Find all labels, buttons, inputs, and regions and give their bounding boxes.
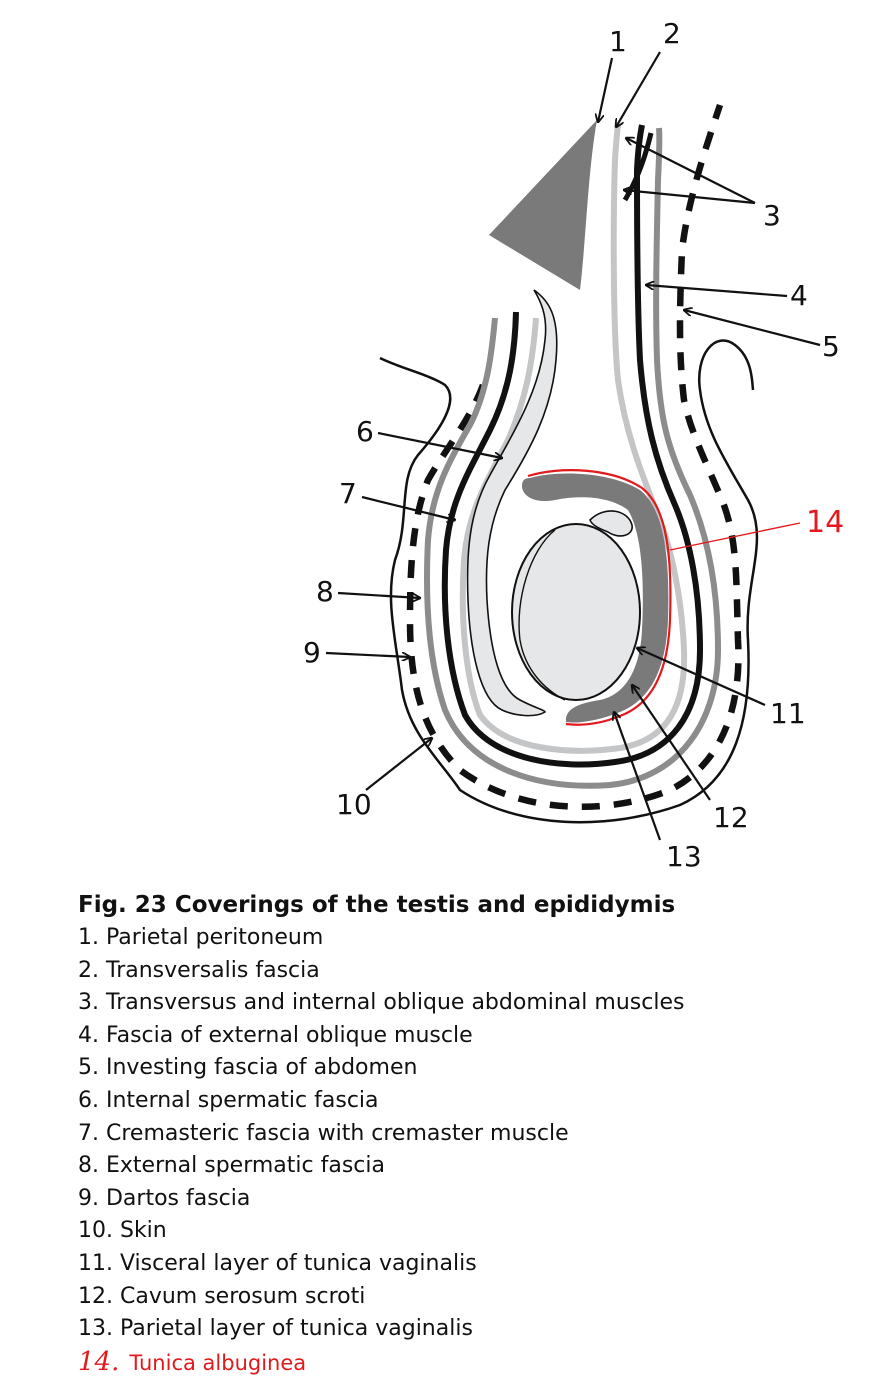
label-14: 14 [806, 505, 844, 540]
label-1: 1 [609, 25, 627, 58]
arrow-11 [637, 648, 766, 707]
arrow-8 [337, 591, 420, 598]
legend-list: 1. Parietal peritoneum 2. Transversalis … [78, 922, 868, 1379]
legend-item-10: 10. Skin [78, 1218, 167, 1244]
arrow-5 [684, 310, 821, 347]
arrow-7 [361, 495, 455, 520]
label-13: 13 [666, 840, 702, 873]
label-10: 10 [336, 788, 372, 821]
label-6: 6 [356, 415, 374, 448]
arrow-6 [377, 431, 502, 458]
arrow-3a [626, 138, 756, 204]
label-3: 3 [763, 199, 781, 232]
label-5: 5 [822, 330, 840, 363]
scrotal-coverings-diagram: 1 2 3 4 5 6 7 8 9 10 11 12 13 14 [303, 17, 844, 873]
legend-item-13: 13. Parietal layer of tunica vaginalis [78, 1316, 473, 1342]
arrow-12 [632, 685, 711, 801]
legend-item-9: 9. Dartos fascia [78, 1185, 251, 1211]
arrow-1 [598, 57, 614, 122]
cavum-serosum-crescent [522, 473, 669, 723]
arrow-9 [325, 651, 410, 657]
legend-item-4: 4. Fascia of external oblique muscle [78, 1022, 473, 1048]
legend-item-11: 11. Visceral layer of tunica vaginalis [78, 1250, 477, 1276]
legend-item-3: 3. Transversus and internal oblique abdo… [78, 990, 685, 1016]
caption-title: Fig. 23 Coverings of the testis and epid… [78, 892, 676, 918]
epididymis-head [589, 510, 633, 537]
processus-vaginalis-remnant [466, 289, 558, 717]
legend-item-6: 6. Internal spermatic fascia [78, 1087, 379, 1113]
peritoneum-wedge [489, 120, 597, 290]
label-11: 11 [770, 697, 806, 730]
arrow-10 [365, 738, 432, 791]
figure-caption: Fig. 23 Coverings of the testis and epid… [78, 888, 868, 1379]
arrow-14 [669, 522, 801, 551]
dartos-fascia-line [406, 103, 742, 811]
label-12: 12 [713, 801, 749, 834]
legend-item-14-text: Tunica albuginea [129, 1350, 307, 1375]
legend-item-8: 8. External spermatic fascia [78, 1153, 385, 1179]
legend-item-14-number: 14. [78, 1346, 120, 1377]
skin-outline [379, 339, 759, 824]
label-2: 2 [663, 17, 681, 50]
legend-item-7: 7. Cremasteric fascia with cremaster mus… [78, 1120, 569, 1146]
label-7: 7 [339, 477, 357, 510]
label-4: 4 [790, 279, 808, 312]
testis-inner-line [518, 529, 566, 701]
legend-item-2: 2. Transversalis fascia [78, 957, 320, 983]
arrow-4 [646, 285, 788, 298]
arrow-2 [616, 51, 661, 127]
label-8: 8 [316, 575, 334, 608]
legend-item-14-handwritten: 14. Tunica albuginea [78, 1346, 868, 1380]
arrow-3b [624, 190, 756, 205]
legend-item-12: 12. Cavum serosum scroti [78, 1283, 366, 1309]
label-9: 9 [303, 636, 321, 669]
legend-item-5: 5. Investing fascia of abdomen [78, 1055, 418, 1081]
legend-item-1: 1. Parietal peritoneum [78, 925, 324, 950]
external-spermatic-fascia-line [423, 127, 722, 789]
arrow-13 [614, 712, 662, 841]
testis [511, 523, 641, 701]
